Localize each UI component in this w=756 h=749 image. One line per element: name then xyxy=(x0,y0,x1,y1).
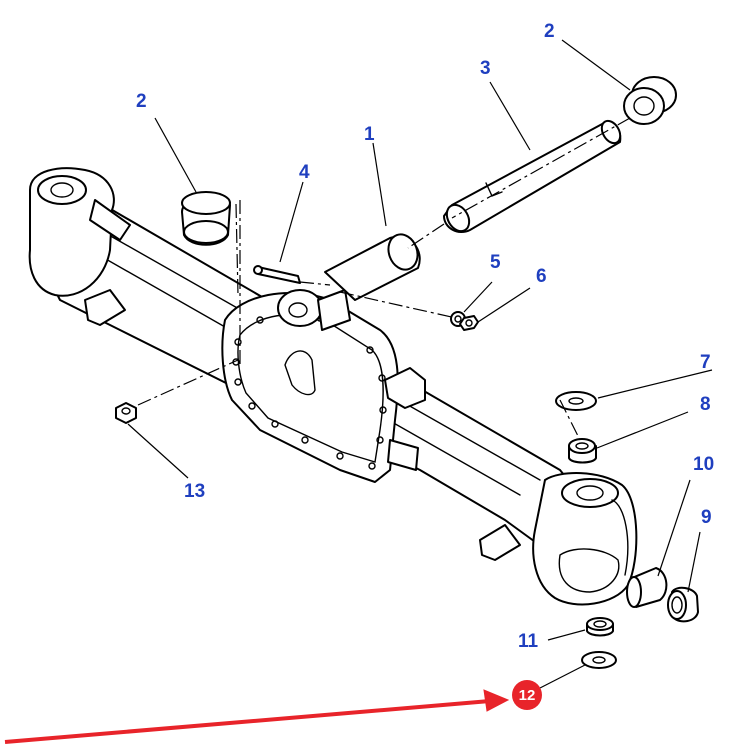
callout-8: 8 xyxy=(700,394,711,415)
callout-12: 12 xyxy=(519,687,536,704)
callout-7: 7 xyxy=(700,352,711,373)
red-marker-circle xyxy=(512,680,542,710)
axle-pivot-tube xyxy=(324,233,421,301)
sleeve-10 xyxy=(626,567,668,608)
nut-6 xyxy=(459,315,479,331)
assembly-lines xyxy=(137,117,631,441)
callout-13: 13 xyxy=(184,481,205,502)
callout-1: 1 xyxy=(364,124,375,145)
seal-9 xyxy=(667,586,699,623)
bushing-right xyxy=(623,76,677,125)
bushing-11 xyxy=(586,617,614,637)
washer-7 xyxy=(555,391,597,411)
callout-9: 9 xyxy=(701,507,712,528)
nut-13 xyxy=(115,402,137,424)
washer-12 xyxy=(581,651,617,669)
callout-2-left: 2 xyxy=(136,91,147,112)
callout-10: 10 xyxy=(693,454,714,475)
leader-lines xyxy=(127,39,713,689)
red-pointer-arrow xyxy=(4,699,491,744)
pivot-pin xyxy=(443,119,622,234)
axle-housing xyxy=(28,167,638,606)
callout-6: 6 xyxy=(536,266,547,287)
highlight-callout-12: 12 xyxy=(4,680,542,744)
callout-labels: 1 2 2 3 4 5 6 7 8 9 10 11 13 xyxy=(136,21,714,652)
callout-4: 4 xyxy=(299,162,310,183)
grease-nipple xyxy=(253,265,301,284)
bushing-left xyxy=(181,191,231,246)
red-arrow-head xyxy=(483,689,510,712)
callout-2-right: 2 xyxy=(544,21,555,42)
callout-11: 11 xyxy=(518,631,539,652)
callout-3: 3 xyxy=(480,58,491,79)
callout-5: 5 xyxy=(490,252,501,273)
bushing-8 xyxy=(568,438,597,464)
